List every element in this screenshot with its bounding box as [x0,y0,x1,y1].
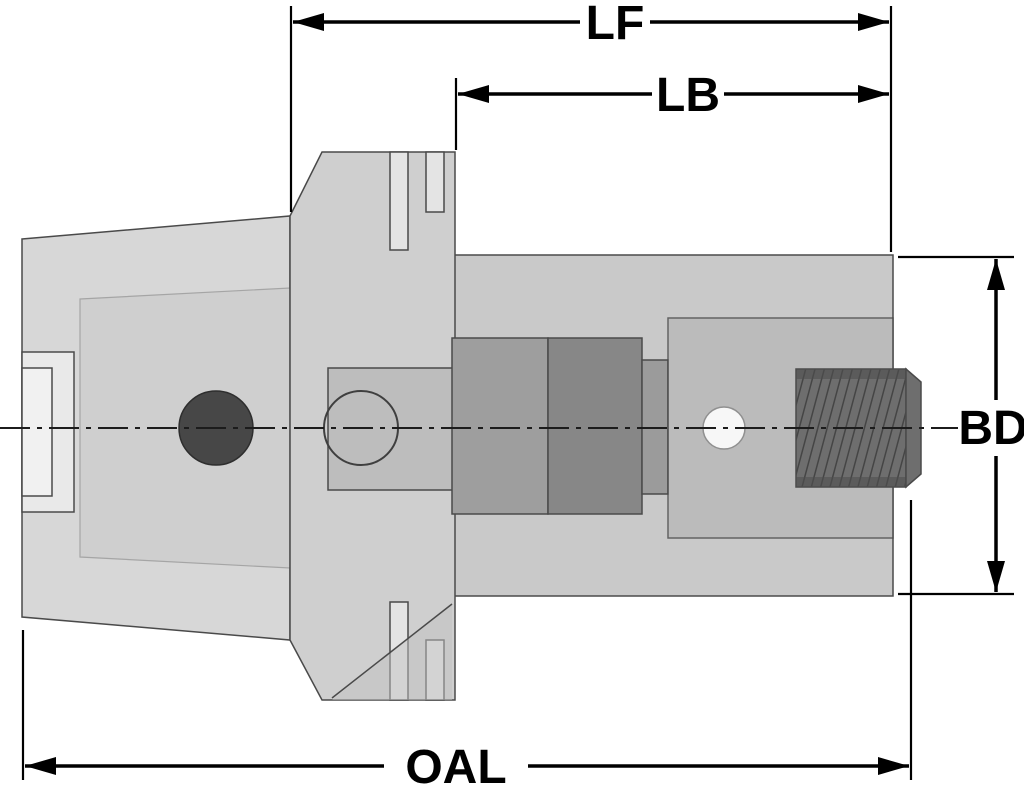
dimension-lb: LB [454,69,889,150]
arrowhead-right-icon [858,13,889,31]
arrowhead-up-icon [987,259,1005,290]
dimension-oal: OAL [21,500,913,785]
dim-label-bd: BD [958,402,1024,455]
arrowhead-left-icon [458,85,489,103]
arrowhead-left-icon [25,757,56,775]
arrowhead-down-icon [987,561,1005,592]
dim-label-lf: LF [586,0,645,50]
dimension-bd: BD [898,255,1024,596]
thread-shadow-top [796,369,906,379]
tool-holder-drawing [0,151,958,701]
collar-section-mid [547,337,643,515]
arrowhead-right-icon [878,757,909,775]
arrowhead-right-icon [858,85,889,103]
dim-label-lb: LB [656,69,720,122]
flange-groove [389,151,409,251]
thread-tip-chamfer [905,367,922,489]
collar-section-left [451,337,549,515]
flange-wedge-edge [331,603,453,699]
drive-slot-notch-inner [21,367,53,497]
dim-label-oal: OAL [405,741,506,785]
thread-shadow-bottom [796,477,906,487]
arrowhead-left-icon [293,13,324,31]
flange-groove [425,151,445,213]
dimension-lf: LF [289,0,893,252]
